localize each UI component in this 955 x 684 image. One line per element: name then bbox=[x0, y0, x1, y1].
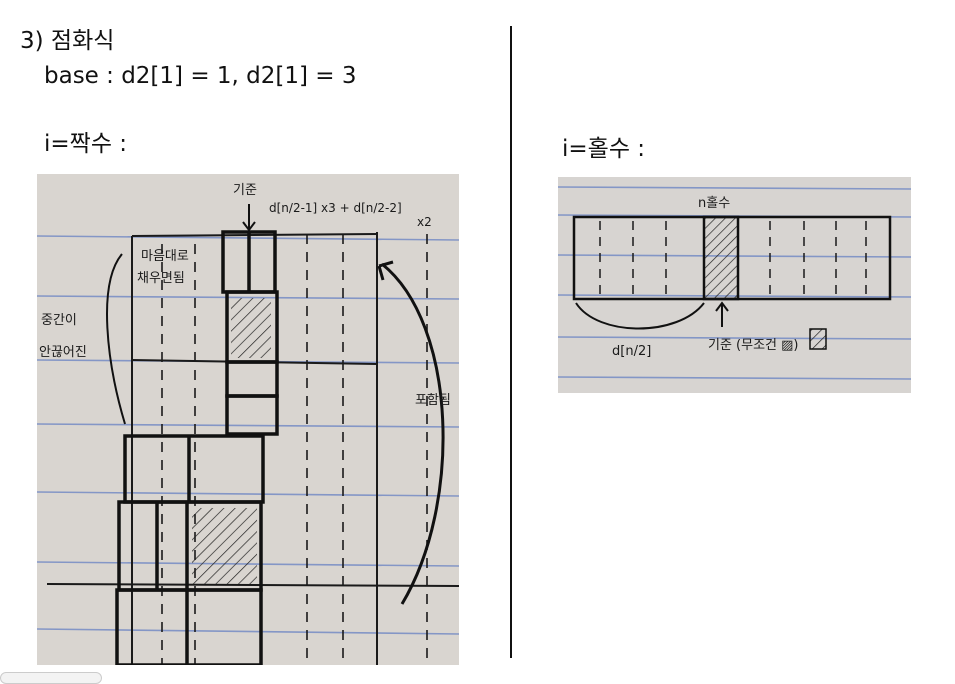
column-divider bbox=[510, 26, 512, 658]
svg-text:포함됨: 포함됨 bbox=[415, 393, 451, 408]
sketch-photo-even: 기준 d[n/2-1] x3 + d[n/2-2] x2 마음대로 채우면됨 중… bbox=[37, 174, 459, 665]
odd-label: i=홀수 : bbox=[562, 136, 646, 162]
heading: 3) 점화식 bbox=[20, 28, 115, 54]
svg-text:x2: x2 bbox=[417, 215, 432, 229]
svg-text:d[n/2]: d[n/2] bbox=[612, 344, 651, 359]
base-line: base : d2[1] = 1, d2[1] = 3 bbox=[44, 63, 357, 89]
horizontal-scrollbar[interactable] bbox=[0, 672, 102, 684]
svg-text:기준 (무조건 ▨): 기준 (무조건 ▨) bbox=[708, 338, 799, 353]
svg-text:n홀수: n홀수 bbox=[698, 196, 730, 211]
sketch-odd-drawing: n홀수 d[n/2] 기준 (무조건 ▨) bbox=[558, 177, 911, 393]
svg-text:채우면됨: 채우면됨 bbox=[137, 271, 185, 286]
sketch-photo-odd: n홀수 d[n/2] 기준 (무조건 ▨) bbox=[558, 177, 911, 393]
svg-text:중간이: 중간이 bbox=[41, 313, 77, 328]
svg-text:d[n/2-1] x3 + d[n/2-2]: d[n/2-1] x3 + d[n/2-2] bbox=[269, 201, 402, 215]
svg-text:안끊어진: 안끊어진 bbox=[39, 345, 87, 360]
svg-text:기준: 기준 bbox=[233, 183, 257, 198]
even-label: i=짝수 : bbox=[44, 131, 128, 157]
sketch-even-drawing: 기준 d[n/2-1] x3 + d[n/2-2] x2 마음대로 채우면됨 중… bbox=[37, 174, 459, 665]
svg-text:마음대로: 마음대로 bbox=[141, 249, 189, 264]
